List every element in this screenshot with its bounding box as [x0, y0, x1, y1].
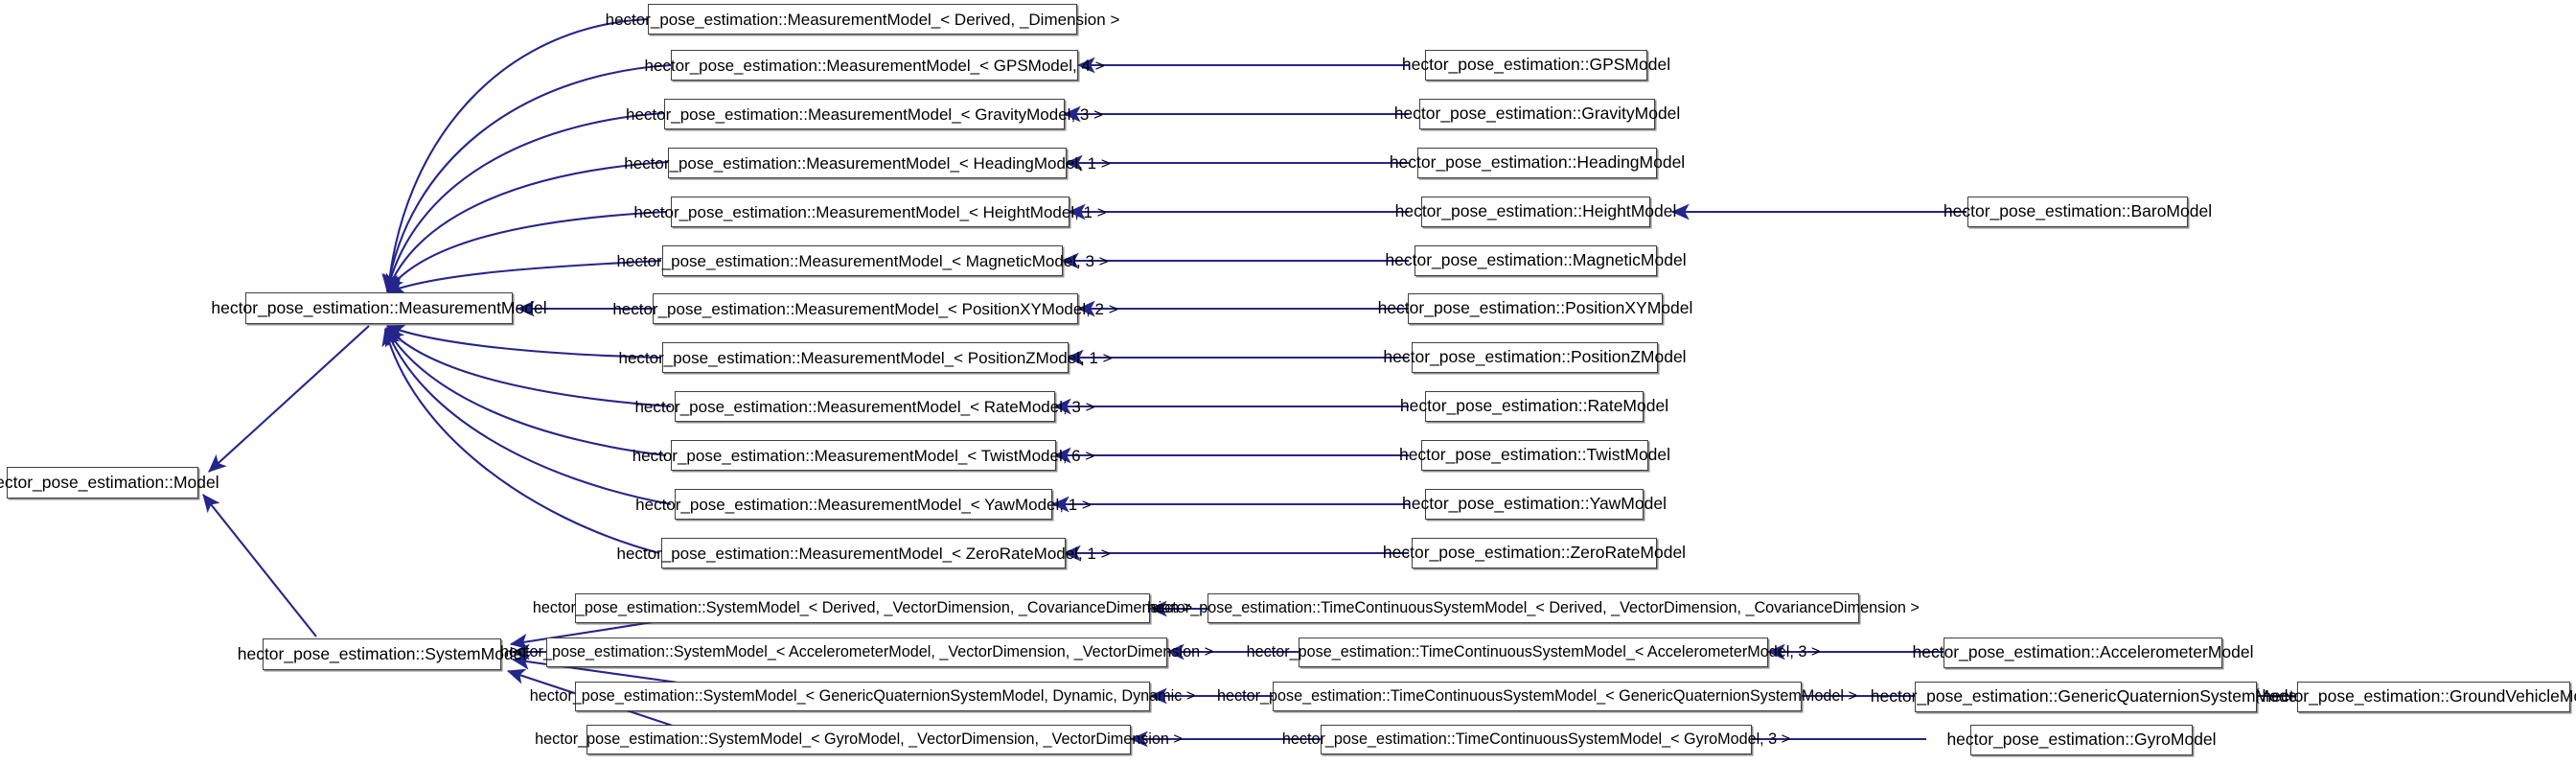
node-twist-model-label: hector_pose_estimation::TwistModel [1398, 445, 1671, 465]
node-gps-model-label: hector_pose_estimation::GPSModel [1401, 55, 1671, 75]
node-gyro-model[interactable]: hector_pose_estimation::GyroModel [1946, 725, 2217, 755]
edge-mm-heading [385, 160, 669, 293]
node-mm-gps[interactable]: hector_pose_estimation::MeasurementModel… [644, 50, 1105, 81]
node-sm-accel-label: hector_pose_estimation::SystemModel_< Ac… [499, 643, 1214, 661]
node-positionz-model-label: hector_pose_estimation::PositionZModel [1383, 347, 1687, 367]
node-mm-heading[interactable]: hector_pose_estimation::MeasurementModel… [624, 148, 1111, 178]
node-tcsm-gyro[interactable]: hector_pose_estimation::TimeContinuousSy… [1282, 725, 1790, 754]
node-ground-vehicle-model[interactable]: hector_pose_estimation::GroundVehicleMod… [2263, 682, 2576, 712]
node-mm-magnetic-label: hector_pose_estimation::MeasurementModel… [616, 251, 1109, 270]
node-magnetic-model[interactable]: hector_pose_estimation::MagneticModel [1385, 245, 1687, 276]
node-mm-positionz-label: hector_pose_estimation::MeasurementModel… [618, 348, 1113, 367]
node-mm-gravity-label: hector_pose_estimation::MeasurementModel… [626, 104, 1103, 124]
node-mm-yaw-label: hector_pose_estimation::MeasurementModel… [635, 495, 1092, 514]
edge-mm-twist [385, 327, 667, 457]
node-mm-gravity[interactable]: hector_pose_estimation::MeasurementModel… [626, 99, 1103, 129]
node-mm-zerorate-label: hector_pose_estimation::MeasurementModel… [616, 544, 1111, 563]
node-system-model-label: hector_pose_estimation::SystemModel [237, 643, 527, 663]
node-mm-height-label: hector_pose_estimation::MeasurementModel… [633, 202, 1107, 221]
node-sm-accel[interactable]: hector_pose_estimation::SystemModel_< Ac… [500, 638, 1213, 667]
node-mm-derived-label: hector_pose_estimation::MeasurementModel… [605, 10, 1120, 29]
node-positionxy-model[interactable]: hector_pose_estimation::PositionXYModel [1378, 293, 1692, 324]
node-yaw-model-label: hector_pose_estimation::YawModel [1402, 494, 1667, 514]
node-mm-heading-label: hector_pose_estimation::MeasurementModel… [624, 153, 1111, 173]
node-mm-height[interactable]: hector_pose_estimation::MeasurementModel… [633, 197, 1107, 227]
node-mm-zerorate[interactable]: hector_pose_estimation::MeasurementModel… [617, 538, 1111, 568]
node-mm-rate[interactable]: hector_pose_estimation::MeasurementModel… [634, 391, 1095, 422]
node-zerorate-model-label: hector_pose_estimation::ZeroRateModel [1382, 543, 1687, 563]
node-tcsm-gyro-label: hector_pose_estimation::TimeContinuousSy… [1281, 730, 1791, 749]
node-tcsm-derived-label: hector_pose_estimation::TimeContinuousSy… [1147, 599, 1920, 617]
node-generic-quaternion-system-model-label: hector_pose_estimation::GenericQuaternio… [1870, 686, 2302, 707]
node-accelerometer-model[interactable]: hector_pose_estimation::AccelerometerMod… [1913, 638, 2254, 668]
node-tcsm-genquat[interactable]: hector_pose_estimation::TimeContinuousSy… [1217, 682, 1857, 711]
node-sm-derived[interactable]: hector_pose_estimation::SystemModel_< De… [533, 593, 1192, 623]
node-baro-model[interactable]: hector_pose_estimation::BaroModel [1944, 197, 2212, 227]
node-sm-genquat[interactable]: hector_pose_estimation::SystemModel_< Ge… [530, 682, 1195, 711]
node-mm-yaw[interactable]: hector_pose_estimation::MeasurementModel… [635, 489, 1092, 520]
node-sm-genquat-label: hector_pose_estimation::SystemModel_< Ge… [529, 687, 1196, 706]
node-model-label: hector_pose_estimation::Model [0, 472, 219, 492]
node-twist-model[interactable]: hector_pose_estimation::TwistModel [1399, 440, 1670, 471]
edge-mm-rate [386, 327, 672, 408]
node-heading-model[interactable]: hector_pose_estimation::HeadingModel [1390, 148, 1685, 178]
node-mm-gps-label: hector_pose_estimation::MeasurementModel… [644, 56, 1105, 75]
node-mm-rate-label: hector_pose_estimation::MeasurementModel… [634, 397, 1095, 416]
node-measurement-model[interactable]: hector_pose_estimation::MeasurementModel [211, 292, 547, 324]
node-gravity-model[interactable]: hector_pose_estimation::GravityModel [1394, 99, 1680, 129]
node-magnetic-model-label: hector_pose_estimation::MagneticModel [1385, 250, 1687, 270]
node-model[interactable]: hector_pose_estimation::Model [0, 467, 219, 498]
node-mm-magnetic[interactable]: hector_pose_estimation::MeasurementModel… [616, 245, 1109, 276]
edge-systemmodel-to-model [202, 494, 317, 638]
node-sm-gyro-label: hector_pose_estimation::SystemModel_< Gy… [535, 730, 1183, 749]
node-measurement-model-label: hector_pose_estimation::MeasurementModel [211, 297, 547, 317]
node-mm-twist-label: hector_pose_estimation::MeasurementModel… [632, 446, 1095, 465]
node-tcsm-derived[interactable]: hector_pose_estimation::TimeContinuousSy… [1147, 593, 1920, 623]
edge-mm-derived [381, 17, 649, 293]
node-positionxy-model-label: hector_pose_estimation::PositionXYModel [1377, 298, 1693, 318]
node-tcsm-accel-label: hector_pose_estimation::TimeContinuousSy… [1246, 643, 1821, 661]
node-gravity-model-label: hector_pose_estimation::GravityModel [1393, 104, 1681, 124]
node-tcsm-genquat-label: hector_pose_estimation::TimeContinuousSy… [1217, 687, 1857, 706]
node-accelerometer-model-label: hector_pose_estimation::AccelerometerMod… [1912, 642, 2254, 662]
node-baro-model-label: hector_pose_estimation::BaroModel [1943, 201, 2213, 221]
node-generic-quaternion-system-model[interactable]: hector_pose_estimation::GenericQuaternio… [1871, 682, 2301, 712]
edge-measurementmodel-to-model [208, 325, 370, 473]
node-zerorate-model[interactable]: hector_pose_estimation::ZeroRateModel [1383, 538, 1686, 568]
node-system-model[interactable]: hector_pose_estimation::SystemModel [238, 638, 526, 670]
node-sm-gyro[interactable]: hector_pose_estimation::SystemModel_< Gy… [535, 725, 1183, 754]
node-height-model-label: hector_pose_estimation::HeightModel [1394, 201, 1677, 221]
node-gps-model[interactable]: hector_pose_estimation::GPSModel [1402, 50, 1670, 81]
node-height-model[interactable]: hector_pose_estimation::HeightModel [1395, 197, 1676, 227]
node-mm-derived[interactable]: hector_pose_estimation::MeasurementModel… [606, 4, 1119, 35]
node-mm-twist[interactable]: hector_pose_estimation::MeasurementModel… [632, 440, 1094, 471]
node-gyro-model-label: hector_pose_estimation::GyroModel [1946, 730, 2217, 750]
node-mm-positionxy-label: hector_pose_estimation::MeasurementModel… [612, 299, 1118, 318]
node-positionz-model[interactable]: hector_pose_estimation::PositionZModel [1383, 342, 1687, 373]
node-mm-positionz[interactable]: hector_pose_estimation::MeasurementModel… [619, 342, 1113, 373]
node-yaw-model[interactable]: hector_pose_estimation::YawModel [1402, 489, 1667, 520]
node-rate-model-label: hector_pose_estimation::RateModel [1399, 396, 1669, 416]
node-sm-derived-label: hector_pose_estimation::SystemModel_< De… [532, 599, 1193, 617]
node-ground-vehicle-model-label: hector_pose_estimation::GroundVehicleMod… [2262, 686, 2576, 707]
node-mm-positionxy[interactable]: hector_pose_estimation::MeasurementModel… [612, 293, 1118, 324]
node-heading-model-label: hector_pose_estimation::HeadingModel [1389, 152, 1686, 173]
node-tcsm-accel[interactable]: hector_pose_estimation::TimeContinuousSy… [1247, 638, 1820, 667]
node-rate-model[interactable]: hector_pose_estimation::RateModel [1400, 391, 1668, 422]
